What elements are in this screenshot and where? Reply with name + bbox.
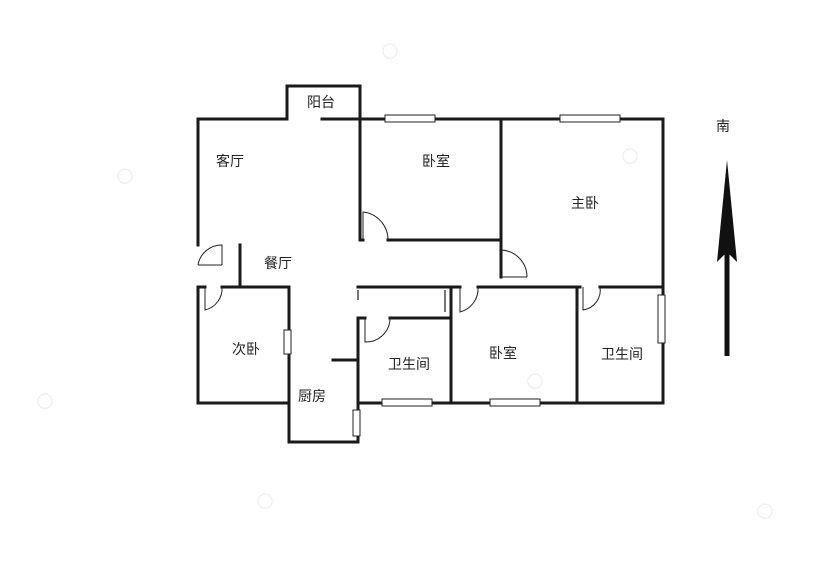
watermark-group: ○ ○ ○ ○ ○ ○ ○: [31, 35, 778, 525]
label-bedroom-top: 卧室: [422, 153, 450, 170]
door-bedroom-bottom: [459, 286, 479, 313]
label-living-room: 客厅: [216, 153, 244, 170]
svg-text:○: ○: [616, 140, 643, 170]
compass: 南: [716, 119, 737, 356]
window-kitchen: [352, 409, 361, 437]
door-bedroom-top: [362, 211, 389, 241]
door-bathroom-middle: [364, 317, 391, 343]
windows: [283, 114, 666, 437]
window-bathroom-right: [657, 294, 666, 344]
door-bathroom-right: [582, 286, 601, 311]
label-bathroom-right: 卫生间: [601, 347, 643, 363]
label-master-bedroom: 主卧: [571, 196, 599, 212]
window-master-bedroom: [559, 114, 621, 123]
compass-label: 南: [716, 119, 730, 135]
door-second-bedroom: [204, 286, 223, 311]
window-second-bedroom: [283, 329, 292, 355]
svg-text:○: ○: [376, 35, 403, 65]
label-bedroom-bottom: 卧室: [489, 345, 517, 362]
doors: [197, 211, 601, 343]
window-bathroom-middle: [381, 398, 433, 407]
room-labels: 阳台 客厅 餐厅 卧室 主卧 次卧 厨房 卫生间 卧室 卫生间: [216, 95, 643, 405]
label-second-bedroom: 次卧: [232, 342, 260, 358]
north-arrow-icon: [717, 160, 737, 356]
window-bedroom-top: [384, 114, 436, 123]
window-bedroom-bottom: [489, 398, 541, 407]
label-kitchen: 厨房: [298, 389, 326, 405]
label-bathroom-middle: 卫生间: [388, 357, 430, 373]
svg-text:○: ○: [521, 365, 548, 395]
door-master-bedroom: [500, 249, 528, 278]
svg-text:○: ○: [31, 385, 58, 415]
svg-text:○: ○: [251, 485, 278, 515]
svg-text:○: ○: [111, 160, 138, 190]
label-balcony: 阳台: [307, 95, 335, 111]
svg-text:○: ○: [751, 495, 778, 525]
label-dining-room: 餐厅: [264, 256, 292, 272]
door-entrance: [197, 244, 223, 266]
